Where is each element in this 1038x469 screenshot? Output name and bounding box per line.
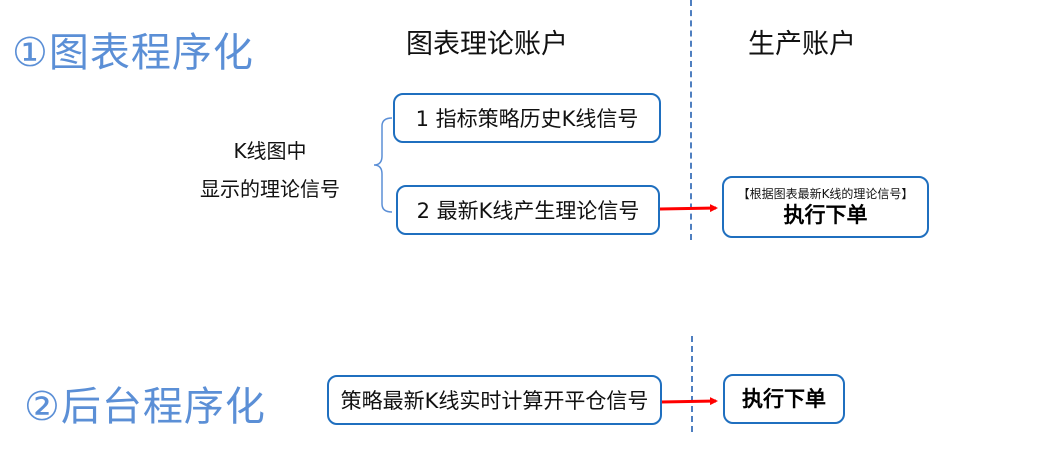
- execute-order-label: 执行下单: [783, 203, 868, 227]
- kline-label-line2: 显示的理论信号: [200, 177, 340, 201]
- execute-order-label-backend: 执行下单: [742, 387, 826, 411]
- kline-signal-label: K线图中 显示的理论信号: [180, 132, 360, 208]
- section-title-backend-programming: ②后台程序化: [24, 384, 266, 430]
- history-kline-signal-text: 1 指标策略历史K线信号: [415, 107, 639, 131]
- realtime-signal-box[interactable]: 策略最新K线实时计算开平仓信号: [327, 375, 662, 425]
- brace-icon: [373, 117, 393, 213]
- latest-kline-signal-box[interactable]: 2 最新K线产生理论信号: [396, 185, 660, 235]
- realtime-signal-text: 策略最新K线实时计算开平仓信号: [340, 389, 649, 413]
- account-divider-top: [690, 0, 692, 240]
- arrow-latest-to-exec: [659, 204, 718, 213]
- arrow-realtime-to-exec: [660, 397, 718, 406]
- execute-order-note: 【根据图表最新K线的理论信号】: [737, 187, 914, 201]
- section-title-chart-programming: ①图表程序化: [12, 30, 254, 76]
- execute-order-box-chart[interactable]: 【根据图表最新K线的理论信号】 执行下单: [722, 176, 929, 238]
- kline-label-line1: K线图中: [233, 139, 307, 163]
- latest-kline-signal-text: 2 最新K线产生理论信号: [416, 199, 640, 223]
- account-divider-bottom: [691, 336, 693, 432]
- execute-order-box-backend[interactable]: 执行下单: [723, 374, 845, 424]
- history-kline-signal-box[interactable]: 1 指标策略历史K线信号: [393, 93, 661, 143]
- header-chart-theory-account: 图表理论账户: [406, 29, 568, 60]
- header-production-account: 生产账户: [748, 29, 856, 60]
